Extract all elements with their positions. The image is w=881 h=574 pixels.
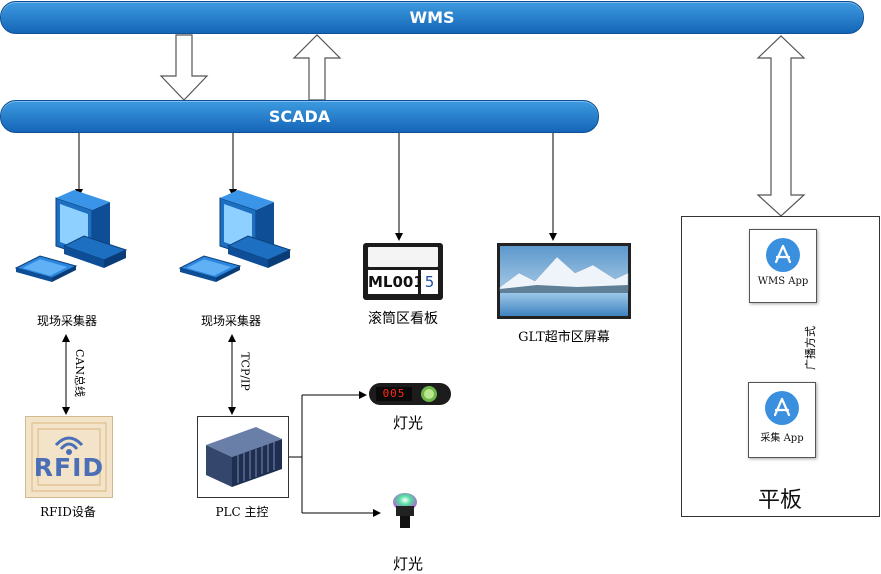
collector-right-label: 现场采集器 [200, 314, 261, 328]
collector-left-label: 现场采集器 [36, 314, 97, 328]
light-display-digits: 005 [376, 387, 412, 401]
wms-tablet-arrow [756, 35, 806, 217]
scada-to-wms-arrow [292, 34, 342, 101]
plc-rack-icon [206, 427, 282, 487]
glt-screen-label: GLT超市区屏幕 [518, 330, 610, 345]
roller-board-header [368, 247, 438, 267]
app-store-glyph [774, 244, 792, 264]
wms-app-card[interactable]: WMS App [749, 229, 817, 303]
tcp-ip-label: TCP/IP [238, 352, 252, 391]
light-button-icon [421, 386, 437, 402]
roller-board-image: ML001 5 [363, 243, 443, 300]
roller-board-code: ML001 [368, 270, 424, 294]
roller-board-label: 滚筒区看板 [368, 311, 438, 327]
tablet-title: 平板 [757, 488, 802, 513]
plc-label: PLC 主控 [215, 505, 269, 519]
scada-bus-label: SCADA [268, 107, 331, 126]
can-bus-label: CAN总线 [73, 349, 86, 397]
rfid-device-image: RFID [25, 416, 113, 498]
mountain-landscape-image [499, 246, 629, 316]
collect-app-card[interactable]: 采集 App [748, 382, 816, 458]
indicator-light-display: 005 [369, 383, 451, 405]
broadcast-label: 广播方式 [804, 326, 817, 370]
rfid-device-label: RFID设备 [40, 505, 96, 519]
rfid-logo-text: RFID [33, 453, 105, 482]
app-store-icon [765, 391, 799, 425]
roller-board-number: 5 [421, 270, 438, 294]
light-bottom-label: 灯光 [392, 555, 423, 573]
wms-bus: WMS [0, 1, 864, 34]
wms-app-name: WMS App [757, 276, 809, 287]
app-store-glyph [773, 397, 791, 417]
collect-app-name: 采集 App [760, 433, 804, 444]
glt-screen-image [497, 243, 631, 319]
wms-to-scada-arrow [159, 34, 209, 101]
plc-box [197, 416, 289, 498]
app-store-icon [766, 238, 800, 272]
scada-bus: SCADA [0, 100, 599, 133]
light-top-label: 灯光 [392, 414, 423, 432]
rfid-wave-icon [31, 422, 107, 492]
wms-bus-label: WMS [409, 8, 455, 27]
